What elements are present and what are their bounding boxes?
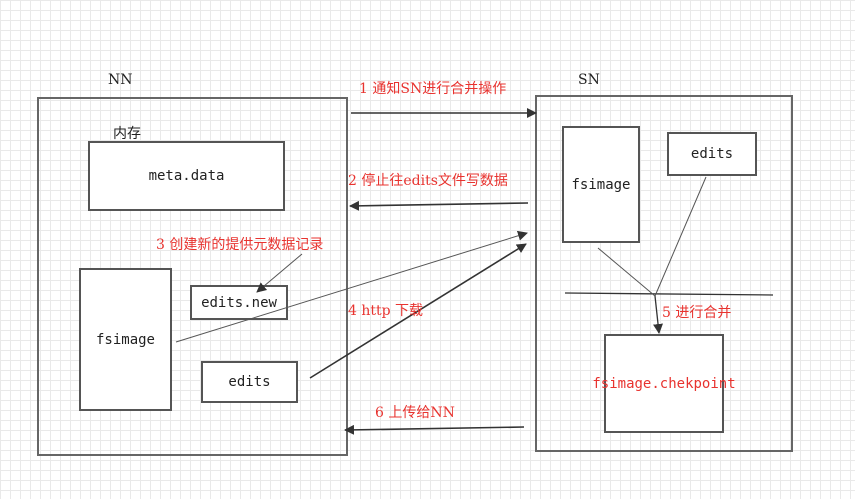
sn-edits-box: edits	[667, 132, 757, 176]
sn-title: SN	[578, 72, 600, 88]
sn-fsimage-label: fsimage	[571, 176, 631, 193]
nn-edits-new-label: edits.new	[201, 294, 277, 311]
nn-node-box	[37, 97, 348, 456]
nn-title: NN	[108, 72, 133, 88]
nn-memory-label: 内存	[113, 126, 141, 142]
nn-edits-new-box: edits.new	[190, 285, 288, 320]
sn-edits-label: edits	[690, 146, 734, 162]
sn-fsimage-box: fsimage	[562, 126, 640, 243]
nn-edits-label: edits	[228, 374, 271, 390]
merge-line-edits	[654, 176, 707, 297]
arrow-step-6	[344, 424, 525, 435]
step-3-label: 3 创建新的提供元数据记录	[156, 237, 324, 253]
merge-divider-line	[564, 292, 774, 296]
nn-meta-data-box: meta.data	[88, 141, 285, 211]
step-2-label: 2 停止往edits文件写数据	[348, 173, 508, 189]
nn-edits-box: edits	[201, 361, 298, 403]
nn-fsimage-box: fsimage	[79, 268, 172, 411]
sn-node-box	[535, 95, 793, 452]
merge-line-fsimage	[597, 247, 656, 297]
sn-checkpoint-box: fsimage.chekpoint	[592, 334, 736, 433]
arrow-step-4	[309, 243, 527, 379]
arrow-fsimage-download	[175, 230, 528, 343]
step-5-label: 5 进行合并	[662, 305, 732, 321]
arrow-step-3	[256, 253, 303, 293]
step-1-label: 1 通知SN进行合并操作	[359, 81, 507, 97]
step-6-label: 6 上传给NN	[375, 405, 455, 421]
sn-checkpoint-label: fsimage.chekpoint	[592, 375, 736, 392]
nn-meta-data-label: meta.data	[148, 168, 225, 184]
nn-fsimage-label: fsimage	[95, 331, 155, 348]
arrow-step-2	[349, 200, 529, 211]
step-4-label: 4 http 下载	[348, 303, 424, 319]
arrow-step-5	[653, 295, 664, 334]
